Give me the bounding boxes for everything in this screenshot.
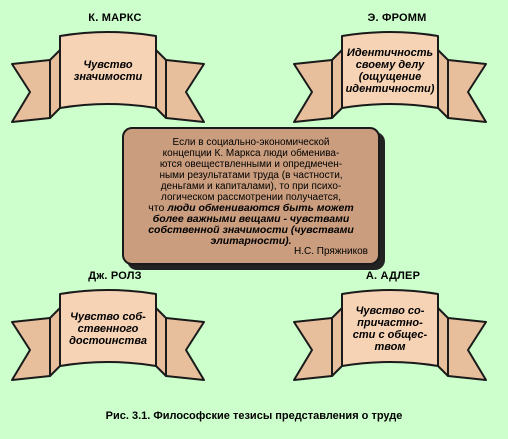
- author-fromm: Э. ФРОММ: [367, 12, 427, 24]
- ribbon-text-rawls: Чувство соб- ственного достоинства: [56, 294, 160, 364]
- quote-line: концепции К. Маркса люди обменива-: [162, 148, 340, 159]
- ribbon-text-adler: Чувство со- причастно- сти с общес- твом: [338, 294, 442, 364]
- ribbon-panel: [341, 31, 439, 109]
- figure-caption: Рис. 3.1. Философские тезисы представлен…: [105, 410, 403, 422]
- author-rawls: Дж. РОЛЗ: [88, 270, 142, 282]
- author-marx: К. МАРКС: [88, 12, 142, 24]
- ribbon-shape: [11, 31, 205, 123]
- ribbon-line: значимости: [73, 71, 143, 83]
- ribbon-shape: [293, 289, 487, 381]
- quote-line: ными результатами труда (в частности,: [159, 170, 343, 181]
- author-adler: А. АДЛЕР: [365, 270, 421, 282]
- ribbon-line: Чувство соб-: [70, 311, 146, 323]
- quote-line: Если в социально-экономической: [172, 137, 330, 148]
- quote-emphasis-line: элитарности).: [210, 235, 292, 247]
- quote-line: логическом рассмотрении получается,: [161, 192, 341, 203]
- ribbon-line: причастно-: [357, 317, 423, 329]
- ribbon-adler: [293, 289, 487, 381]
- ribbon-shape: [11, 289, 205, 381]
- quote-line: деньгами и капиталами), то при психо-: [160, 181, 342, 192]
- ribbon-tail: [11, 317, 51, 381]
- ribbon-line: Чувство со-: [355, 305, 425, 317]
- ribbon-line: Чувство: [83, 59, 133, 71]
- ribbon-tail: [293, 59, 333, 123]
- ribbon-tail: [447, 59, 487, 123]
- ribbon-panel: [59, 289, 157, 367]
- ribbon-line: своему делу: [355, 59, 425, 71]
- quote-emphasis: люди обмениваются быть может: [167, 202, 354, 214]
- quote-author: Н.С. Пряжников: [294, 246, 368, 257]
- ribbon-shape: [293, 31, 487, 123]
- quote-prefix: что: [148, 202, 168, 214]
- quote-emphasis-line: собственной значимости (чувствами: [148, 224, 354, 236]
- ribbon-rawls: [11, 289, 205, 381]
- ribbon-panel: [341, 289, 439, 367]
- ribbon-tail: [165, 59, 205, 123]
- ribbon-line: сти с общес-: [352, 329, 428, 341]
- ribbon-tail: [447, 317, 487, 381]
- ribbon-tail: [11, 59, 51, 123]
- quote-line-mixed: что люди обмениваются быть может: [132, 203, 370, 214]
- ribbon-text-marx: Чувство значимости: [56, 36, 160, 106]
- ribbon-line: достоинства: [69, 335, 147, 347]
- ribbon-line: (ощущение: [358, 71, 422, 83]
- ribbon-panel: [59, 31, 157, 109]
- ribbon-line: ственного: [77, 323, 139, 335]
- quote-box: Если в социально-экономической концепции…: [122, 127, 380, 265]
- quote-line: ются овеществленными и опредмечен-: [159, 159, 343, 170]
- ribbon-line: твом: [374, 341, 406, 353]
- ribbon-tail: [293, 317, 333, 381]
- ribbon-line: Идентичность: [346, 47, 434, 59]
- ribbon-fromm: [293, 31, 487, 123]
- ribbon-text-fromm: Идентичность своему делу (ощущение идент…: [338, 36, 442, 106]
- ribbon-tail: [165, 317, 205, 381]
- quote-emphasis-line: более важными вещами - чувствами: [152, 213, 350, 225]
- ribbon-line: идентичности): [345, 83, 435, 95]
- ribbon-marx: [11, 31, 205, 123]
- quote-text: Если в социально-экономической концепции…: [132, 137, 370, 247]
